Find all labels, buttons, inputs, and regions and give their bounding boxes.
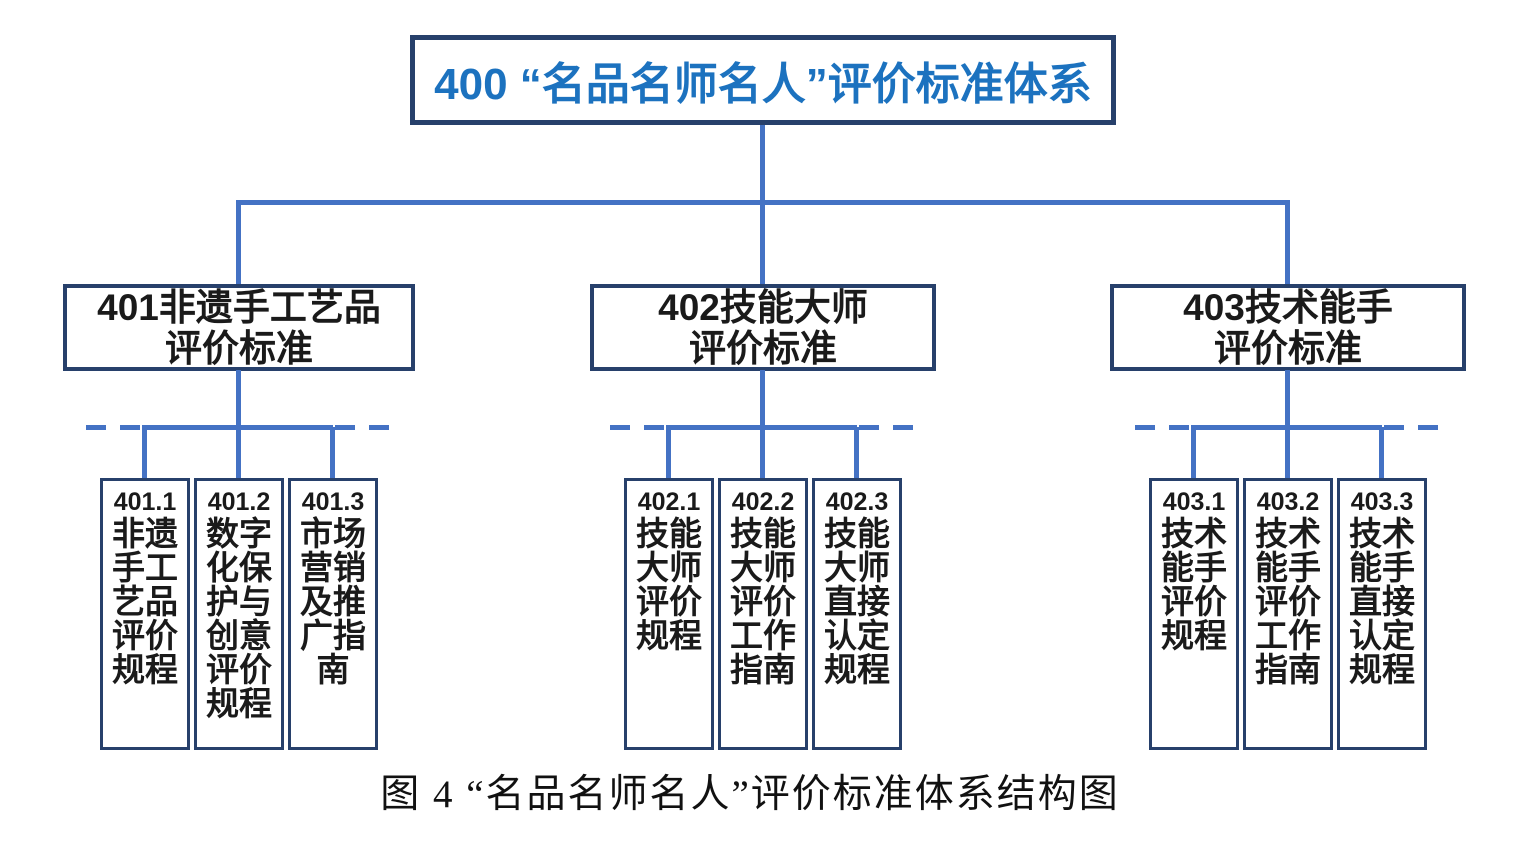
group-node-402: 402技能大师 评价标准 xyxy=(590,284,936,371)
leaf-node-401-2: 401.2 数字化保护与创意评价规程 xyxy=(194,478,284,750)
connector-group401-vertical xyxy=(236,370,241,425)
leaf-node-403-1: 403.1 技术能手评价规程 xyxy=(1149,478,1239,750)
leaf-label: 技能大师直接认定规程 xyxy=(824,515,890,688)
leaf-node-402-3: 402.3 技能大师直接认定规程 xyxy=(812,478,902,750)
connector-leaf-402-3 xyxy=(854,427,859,478)
connector-level1-horizontal xyxy=(236,200,1290,205)
leaf-code: 401.1 xyxy=(113,488,177,516)
group-node-label: 402技能大师 评价标准 xyxy=(658,286,868,369)
leaf-code: 402.2 xyxy=(731,488,795,516)
root-node-label: 400 “名品名师名人”评价标准体系 xyxy=(434,60,1092,109)
connector-root-vertical xyxy=(760,125,765,285)
connector-group402-dash-left xyxy=(602,425,664,430)
group-node-401: 401非遗手工艺品 评价标准 xyxy=(63,284,415,371)
leaf-code: 402.3 xyxy=(825,488,889,516)
connector-group403-vertical xyxy=(1285,370,1290,425)
leaf-code: 403.1 xyxy=(1162,488,1226,516)
leaf-node-403-2: 403.2 技术能手评价工作指南 xyxy=(1243,478,1333,750)
connector-drop-401 xyxy=(236,200,241,284)
connector-group403-dash-right xyxy=(1384,425,1446,430)
connector-leaf-403-3 xyxy=(1379,427,1384,478)
leaf-label: 数字化保护与创意评价规程 xyxy=(206,515,272,722)
connector-leaf-401-3 xyxy=(330,427,335,478)
leaf-node-401-3: 401.3 市场营销及推广指南 xyxy=(288,478,378,750)
connector-leaf-403-1 xyxy=(1191,427,1196,478)
connector-leaf-401-2 xyxy=(236,427,241,478)
leaf-label: 技术能手评价规程 xyxy=(1161,515,1227,654)
leaf-label: 技术能手直接认定规程 xyxy=(1349,515,1415,688)
group-node-label: 403技术能手 评价标准 xyxy=(1183,286,1393,369)
connector-leaf-401-1 xyxy=(142,427,147,478)
leaf-code: 401.2 xyxy=(207,488,271,516)
leaf-node-401-1: 401.1 非遗手工艺品评价规程 xyxy=(100,478,190,750)
connector-group402-vertical xyxy=(760,370,765,425)
leaf-code: 402.1 xyxy=(637,488,701,516)
connector-group403-dash-left xyxy=(1127,425,1189,430)
connector-group401-dash-right xyxy=(335,425,397,430)
connector-leaf-402-1 xyxy=(666,427,671,478)
leaf-code: 401.3 xyxy=(301,488,365,516)
leaf-label: 技术能手评价工作指南 xyxy=(1255,515,1321,688)
group-node-403: 403技术能手 评价标准 xyxy=(1110,284,1466,371)
connector-group402-dash-right xyxy=(859,425,921,430)
leaf-label: 技能大师评价规程 xyxy=(636,515,702,654)
connector-leaf-403-2 xyxy=(1285,427,1290,478)
group-node-label: 401非遗手工艺品 评价标准 xyxy=(97,286,381,369)
leaf-label: 非遗手工艺品评价规程 xyxy=(112,515,178,688)
connector-leaf-402-2 xyxy=(760,427,765,478)
figure-caption: 图 4 “名品名师名人”评价标准体系结构图 xyxy=(380,773,1120,816)
leaf-code: 403.2 xyxy=(1256,488,1320,516)
leaf-label: 技能大师评价工作指南 xyxy=(730,515,796,688)
leaf-code: 403.3 xyxy=(1350,488,1414,516)
leaf-node-402-1: 402.1 技能大师评价规程 xyxy=(624,478,714,750)
leaf-node-402-2: 402.2 技能大师评价工作指南 xyxy=(718,478,808,750)
connector-drop-403 xyxy=(1285,200,1290,284)
leaf-node-403-3: 403.3 技术能手直接认定规程 xyxy=(1337,478,1427,750)
root-node-400: 400 “名品名师名人”评价标准体系 xyxy=(410,35,1116,125)
connector-group401-dash-left xyxy=(78,425,140,430)
leaf-label: 市场营销及推广指南 xyxy=(300,515,366,688)
